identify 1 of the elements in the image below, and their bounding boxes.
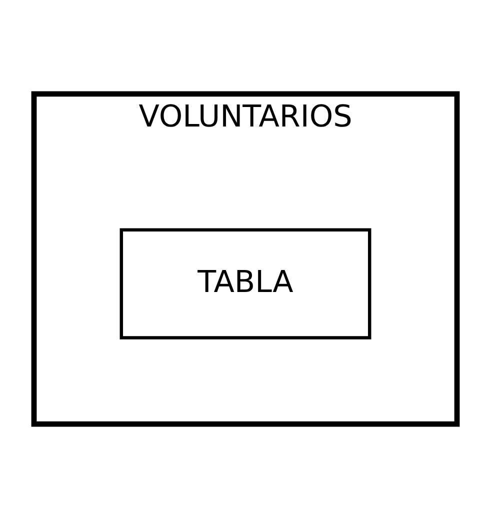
node-box: TABLA [120, 228, 372, 339]
